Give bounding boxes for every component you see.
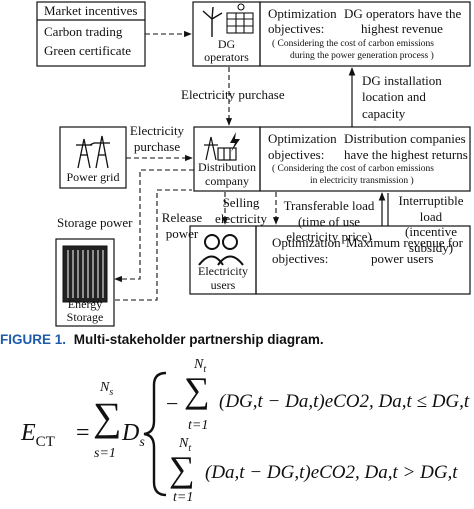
dg-goal-line1: DG operators have the	[344, 6, 462, 21]
users-goal-line2: power users	[371, 251, 434, 266]
market-item-green: Green certificate	[44, 43, 131, 58]
dist-goal-line2: have the highest returns	[344, 147, 468, 162]
eq-row1-term: (DG,t − Da,t)eCO2, Da,t ≤ DG,t	[219, 391, 470, 412]
eq-row1-sign: −	[166, 391, 179, 416]
eq-row2-sum-symbol: ∑	[169, 449, 195, 489]
lightning-icon	[230, 132, 240, 152]
users-optimization-label: Optimization	[272, 235, 341, 250]
dist-goal-line1: Distribution companies	[344, 131, 466, 146]
dist-note-line2: in electricity transmission )	[310, 176, 414, 186]
market-item-carbon: Carbon trading	[44, 24, 123, 39]
dg-note-line1: ( Considering the cost of carbon emissio…	[272, 39, 435, 49]
storage-box	[55, 238, 115, 327]
wind-turbine-icon	[202, 6, 223, 37]
market-title: Market incentives	[44, 3, 138, 18]
dg-objectives-label: objectives:	[268, 21, 325, 36]
dist-objective-box	[259, 126, 471, 192]
eq-D-s: Ds	[122, 420, 145, 450]
substation-icon	[204, 136, 237, 161]
eq-outer-sum-upper: Ns	[100, 380, 114, 398]
dg-goal-line2: highest revenue	[361, 21, 443, 36]
eq-row1-sum-symbol: ∑	[184, 370, 210, 410]
equation-brace	[143, 371, 167, 497]
eq-row2-upper: Nt	[179, 436, 192, 454]
users-objective-box	[255, 225, 471, 295]
dg-objective-box	[259, 1, 471, 67]
eq-row2-lower: t=1	[173, 490, 194, 505]
storage-power-label: Storage power	[57, 215, 133, 230]
eq-equals: =	[76, 420, 90, 446]
users-goal-line1: Maximum revenue for	[346, 235, 463, 250]
eq-row1-lower: t=1	[188, 418, 209, 433]
eq-lhs: ECT	[21, 420, 55, 450]
figure-number: FIGURE 1.	[0, 332, 67, 347]
dg-note-line2: during the power generation process )	[290, 51, 434, 61]
users-objectives-label: objectives:	[272, 251, 329, 266]
power-tower-icon	[76, 135, 110, 169]
eq-outer-sum-symbol: ∑	[93, 394, 122, 439]
figure-title: Multi-stakeholder partnership diagram.	[73, 332, 324, 347]
eq-row1-upper: Nt	[194, 357, 207, 375]
electricity-purchase-top-label: Electricity purchase	[181, 87, 285, 102]
battery-container-icon	[62, 245, 108, 303]
solar-panel-icon	[226, 3, 254, 34]
figure-caption: FIGURE 1. Multi-stakeholder partnership …	[0, 332, 324, 348]
dist-note-line1: ( Considering the cost of carbon emissio…	[272, 164, 435, 174]
dg-optimization-label: Optimization	[268, 6, 337, 21]
dist-optimization-label: Optimization	[268, 131, 337, 146]
eq-outer-sum-lower: s=1	[94, 446, 116, 461]
users-icon	[198, 234, 244, 266]
eq-row2-term: (Da,t − DG,t)eCO2, Da,t > DG,t	[205, 462, 458, 483]
dist-objectives-label: objectives:	[268, 147, 325, 162]
power-grid-label: Power grid	[66, 170, 120, 184]
